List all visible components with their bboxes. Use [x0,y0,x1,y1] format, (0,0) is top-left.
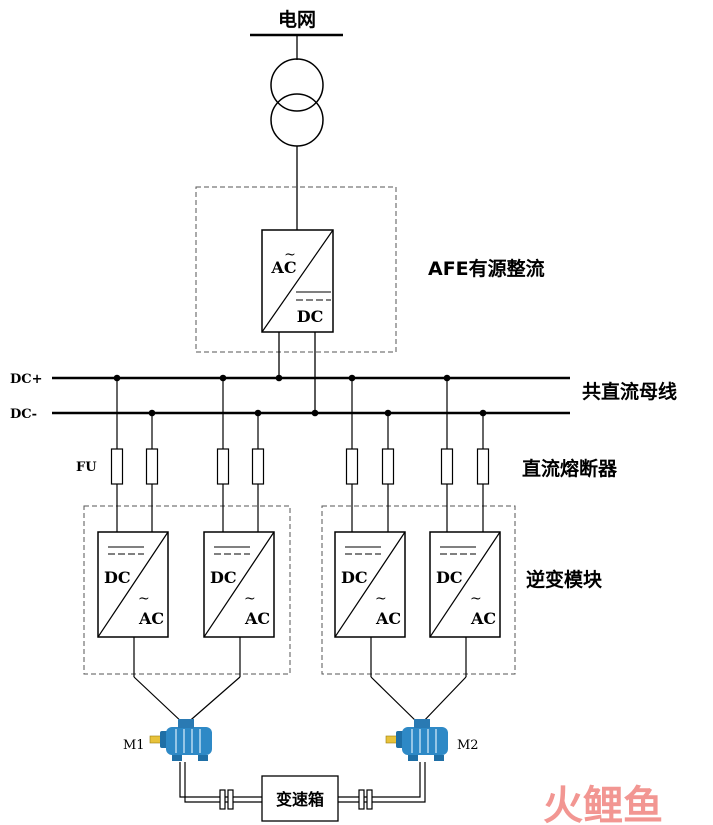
inverter-1-ac-symbol: ~ [138,591,150,607]
fuse-4-minus [476,448,490,485]
m2-terminal-box [414,719,430,728]
afe-dc-label: DC [297,307,324,326]
m2-foot [408,755,418,761]
fuse-1-plus [110,448,124,485]
afe-dc-minus-tap-dot [311,409,319,417]
inv4-to-m2-line [419,676,467,726]
inverter-2-dc-label: DC [210,568,237,587]
motor-m1-label: M1 [123,738,145,753]
fuse-3-plus [345,448,359,485]
mechanical-coupling-right [338,762,426,810]
inv2-to-m1-line [184,676,241,726]
inverter-module-3: DC ~ AC [334,374,406,638]
motor-m2 [385,719,448,761]
m2-shaft-line-inner [338,762,426,803]
inverter-enclosure-left [83,505,291,675]
inverter-4-diagonal [429,531,501,638]
inverter-module-2: DC ~ AC [203,374,275,638]
m2-body [402,727,448,755]
inverter-4-ac-symbol: ~ [470,591,482,607]
inverter-3-diagonal [334,531,406,638]
afe-converter-diagonal [261,229,334,333]
afe-dc-plus-tap-dot [275,374,283,382]
m2-foot [434,755,444,761]
watermark-text: 火鲤鱼 [543,783,663,825]
fuse-3-minus [381,448,395,485]
inverter-4-dc-label: DC [436,568,463,587]
afe-enclosure [195,186,397,353]
afe-label: AFE有源整流 [428,257,545,280]
right-coupling-flange-a [358,789,365,810]
grid-label: 电网 [278,8,316,31]
inverter-2-diagonal [203,531,275,638]
gearbox-label: 变速箱 [276,790,324,809]
inverter-module-4: DC ~ AC [429,374,501,638]
inv3-to-m2-line [370,676,421,726]
inverter-enclosure-right [321,505,516,675]
motor-feed-wiring [133,637,467,726]
right-coupling-flange-b [366,789,373,810]
m1-terminal-box [178,719,194,728]
m1-shaft-line-outer [179,762,262,798]
transformer-primary-winding [270,58,324,112]
motor-m2-label: M2 [457,738,479,753]
inverter-2-ac-label: AC [244,609,270,628]
inverter-1-ac-label: AC [138,609,164,628]
inverter-1-diagonal [97,531,169,638]
inverter-1-dc-label: DC [104,568,131,587]
m2-shaft-line-outer [338,762,421,798]
m1-body [166,727,212,755]
inverter-4-ac-label: AC [470,609,496,628]
watermark-logo: 火鲤鱼 [543,783,663,825]
dc-minus-label: DC- [10,407,37,422]
motor-m1 [149,719,212,761]
mechanical-coupling-left [179,762,262,810]
inverter-2-ac-symbol: ~ [244,591,256,607]
dc-bus-label: 共直流母线 [582,380,677,403]
fuse-2-minus [251,448,265,485]
inverter-module-1: DC ~ AC [97,374,169,638]
inverter-3-ac-label: AC [375,609,401,628]
left-coupling-flange-b [227,789,234,810]
afe-converter: ~ AC DC [261,229,334,333]
left-coupling-flange-a [219,789,226,810]
fuse-1-minus [145,448,159,485]
inverter-group-label: 逆变模块 [526,568,603,591]
dc-plus-label: DC+ [10,372,43,387]
inverter-3-dc-label: DC [341,568,368,587]
gearbox-box [261,775,339,822]
m1-shaft-line-inner [184,762,262,803]
transformer [270,58,324,147]
inverter-3-ac-symbol: ~ [375,591,387,607]
transformer-secondary-winding [270,93,324,147]
afe-ac-label: AC [270,258,296,277]
fuse-label: FU [76,460,97,475]
fuse-4-plus [440,448,454,485]
m1-foot [172,755,182,761]
m1-foot [198,755,208,761]
afe-ac-symbol: ~ [284,247,296,263]
fuse-2-plus [216,448,230,485]
inv1-to-m1-line [133,676,186,726]
fuse-group-label: 直流熔断器 [522,457,618,480]
